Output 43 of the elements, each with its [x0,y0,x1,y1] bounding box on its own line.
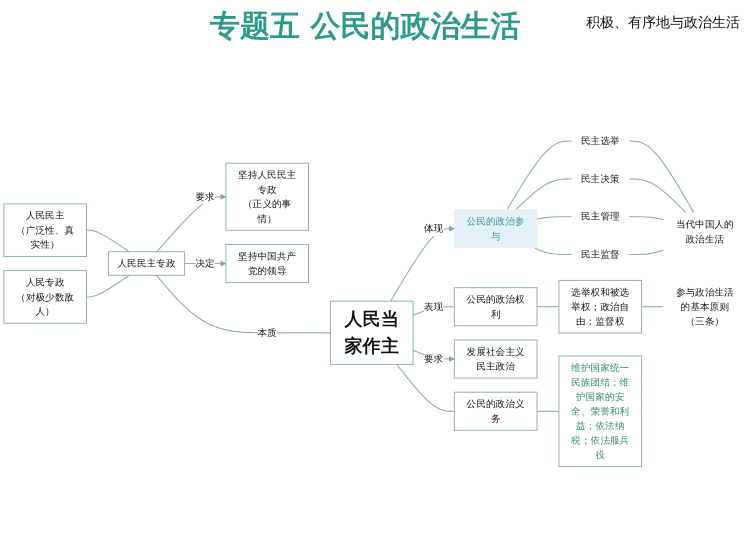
node-text: 民主选举 [580,135,620,147]
node-box: 人民当家作主 [330,300,414,365]
node-box: 选举权和被选举权；政治自由；监督权 [558,280,642,334]
node-box: 坚持人民民主专政 （正义的事情） [225,162,309,231]
node-text: 参与政治生活的基本原则 （三条） [676,286,734,327]
connector [628,140,694,214]
edge-label: 表现 [424,300,444,312]
node-box: 人民民主 （广泛性、真实性） [3,203,87,257]
connector [506,140,572,210]
connector [156,274,331,334]
connector [86,274,130,298]
arrow [156,194,226,252]
node-box: 人民民主专政 [108,251,186,276]
edge-label: 决定 [196,258,215,270]
connector [641,306,664,308]
node-box: 人民专政 （对极少数敌人） [3,270,87,324]
connector [534,247,572,255]
node-box: 公民的政治权利 [454,287,538,326]
node-text: 当代中国人的政治生活 [676,218,734,245]
node-text: 民主决策 [580,172,620,185]
node-box: 公民的政治参与 [454,209,538,248]
node-box: 坚持中国共产党的领导 [225,244,309,284]
connector [536,216,572,220]
connector [536,306,560,308]
node-box: 公民的政治义务 [454,392,538,431]
connector [515,178,572,210]
note-text: 积极、有序地与政治生活 [586,14,740,32]
node-box: 维护国家统一民族团结；维护国家的安全、荣誉和利益；依法纳税；依法服兵役 [558,355,642,468]
connector [628,178,687,214]
connector [536,410,560,412]
connector [628,216,664,220]
edge-label: 要求 [196,190,215,202]
edge-label: 本质 [258,326,277,338]
connector [396,364,455,412]
node-box: 发展社会主义民主政治 [454,339,538,379]
node-text: 民主监督 [580,248,620,260]
connector [86,230,130,252]
diagram-title: 专题五 公民的政治生活 [210,8,520,46]
connector [628,249,664,255]
node-text: 民主管理 [580,210,620,222]
edge-label: 要求 [424,353,444,365]
edge-label: 体现 [424,222,444,234]
arrow [390,226,455,302]
